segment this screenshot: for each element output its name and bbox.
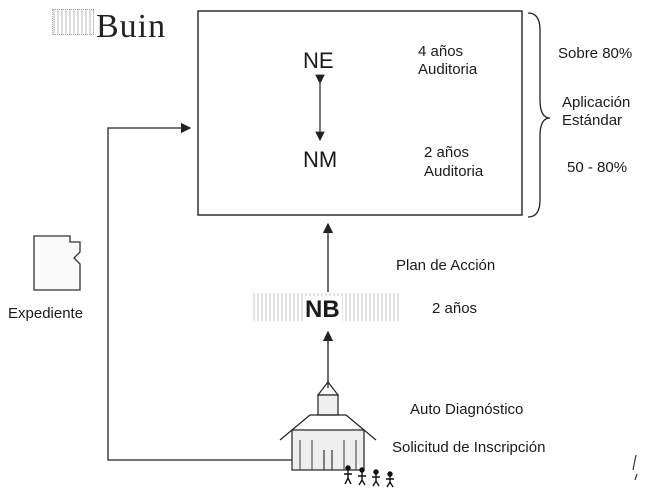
expediente-label: Expediente [8,305,84,322]
expediente-path [107,122,300,461]
plan-de-accion-label: Plan de Acción [396,257,496,274]
level-nb-duration: 2 años [432,300,478,317]
levels-box [197,10,523,216]
solicitud-inscripcion-label: Solicitud de Inscripción [392,439,546,456]
level-nm-duration: 2 años [424,144,470,161]
level-ne-audit: Auditoria [418,61,478,78]
right-brace [527,12,551,218]
level-nb-label: NB [303,296,342,324]
note-50-80: 50 - 80% [567,159,628,176]
margin-scribble [632,454,638,481]
note-sobre-80: Sobre 80% [558,45,633,62]
logo-mark-icon [52,9,94,35]
school-icon [279,381,394,488]
level-ne-label: NE [303,48,334,73]
note-aplicacion: Aplicación [562,94,631,111]
level-ne-duration: 4 años [418,43,464,60]
logo-text: Buin [96,8,167,45]
level-nm-audit: Auditoria [424,163,484,180]
folder-icon [33,235,81,291]
auto-diagnostico-label: Auto Diagnóstico [410,401,524,418]
buin-logo: Buin [52,8,166,46]
note-estandar: Estándar [562,112,623,129]
level-nm-label: NM [303,147,338,172]
